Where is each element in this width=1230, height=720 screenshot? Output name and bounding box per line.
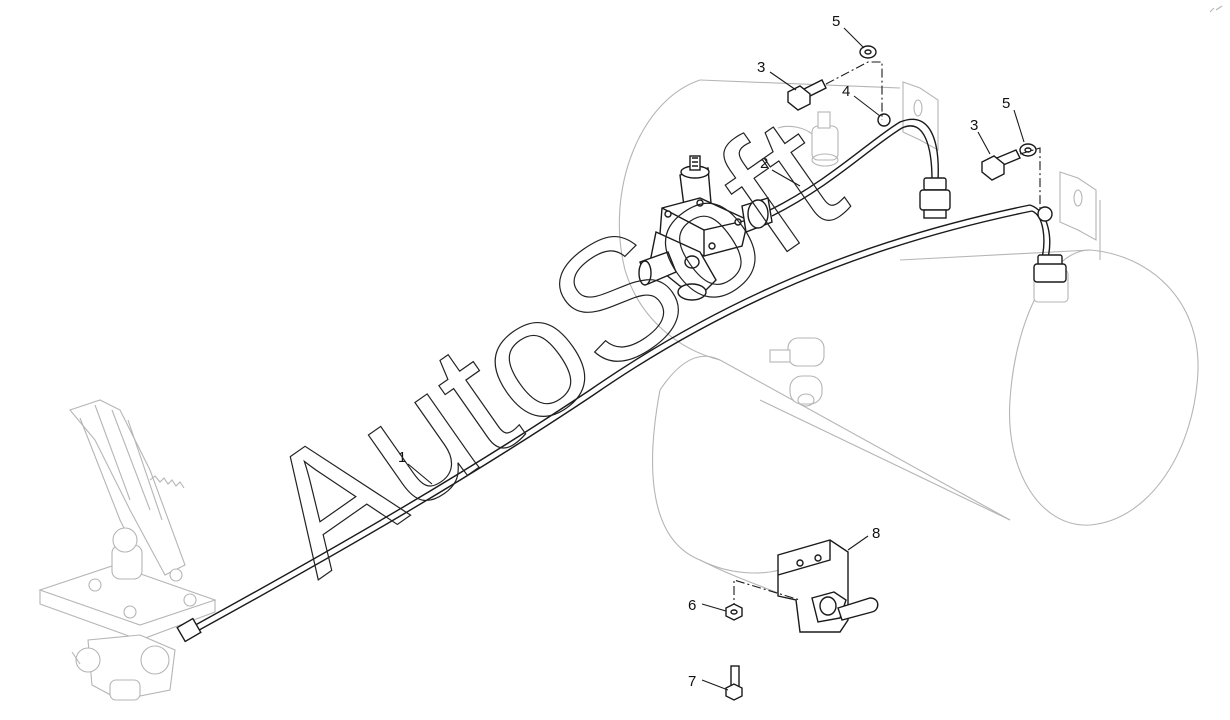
callout-8: 8 bbox=[872, 525, 880, 542]
air-tank bbox=[618, 79, 1199, 574]
alignment-line-right bbox=[1019, 147, 1041, 210]
callout-leaders bbox=[407, 27, 1025, 691]
callout-3-upper: 3 bbox=[757, 59, 765, 76]
air-lines bbox=[176, 118, 1051, 643]
nut-6 bbox=[725, 603, 743, 621]
line-fittings bbox=[877, 113, 1067, 283]
bolt-3a bbox=[787, 79, 827, 111]
callout-1: 1 bbox=[398, 449, 406, 466]
callout-2: 2 bbox=[760, 155, 768, 172]
bolt-3b bbox=[981, 149, 1021, 181]
callout-4: 4 bbox=[842, 83, 850, 100]
alignment-line-upper bbox=[825, 61, 883, 120]
watermark: AutoSoft bbox=[230, 80, 874, 611]
washer-5a bbox=[859, 45, 877, 59]
watermark-text: AutoSoft bbox=[230, 81, 873, 611]
callout-6: 6 bbox=[688, 597, 696, 614]
callout-3-right: 3 bbox=[970, 117, 978, 134]
bolt-7 bbox=[725, 665, 743, 701]
brake-valve bbox=[638, 155, 773, 301]
callout-labels: 1 2 3 3 4 5 5 6 7 8 bbox=[398, 13, 1010, 690]
callout-7: 7 bbox=[688, 673, 696, 690]
callout-5-right: 5 bbox=[1002, 95, 1010, 112]
brake-pedal-assembly bbox=[38, 399, 217, 701]
washer-5b bbox=[1019, 143, 1037, 157]
drain-bracket bbox=[777, 539, 879, 633]
corner-mark bbox=[1209, 5, 1223, 13]
callout-5-upper: 5 bbox=[832, 13, 840, 30]
